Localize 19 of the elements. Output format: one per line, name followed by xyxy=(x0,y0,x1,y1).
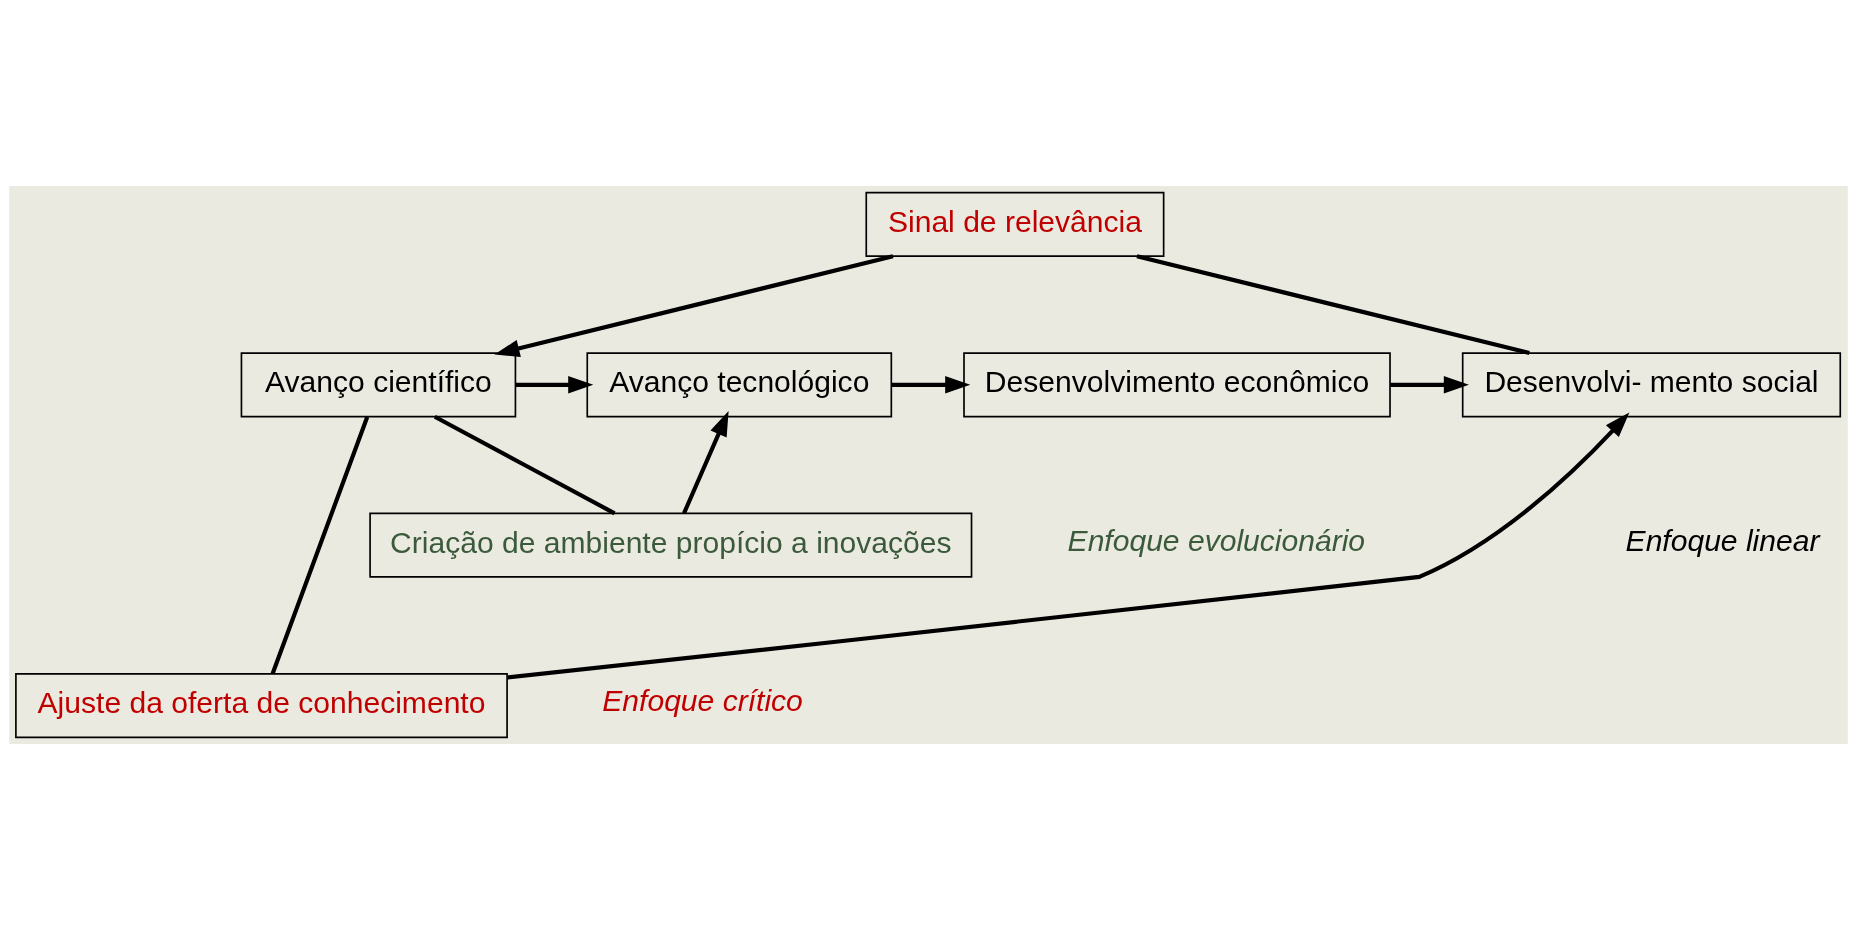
node-box: Sinal de relevância xyxy=(865,191,1165,257)
arrow xyxy=(507,412,1630,679)
arrow xyxy=(891,375,971,394)
node-box: Desenvolvimento econômico xyxy=(963,351,1391,417)
label: Enfoque evolucionário xyxy=(1067,523,1366,557)
node-box: Avanço tecnológico xyxy=(586,351,893,417)
connector xyxy=(1136,253,1530,355)
arrow xyxy=(494,253,894,357)
node-box: Ajuste da oferta de conhecimento xyxy=(15,672,508,738)
node-box: Avanço científico xyxy=(240,351,517,417)
label: Enfoque crítico xyxy=(602,683,803,717)
connector xyxy=(433,414,616,515)
arrow xyxy=(515,375,594,394)
arrow xyxy=(1390,375,1469,394)
connector xyxy=(270,415,370,674)
node-box: Criação de ambiente propício a inovações xyxy=(369,512,973,578)
label: Enfoque linear xyxy=(1625,523,1820,557)
node-box: Desenvolvi- mento social xyxy=(1461,351,1842,417)
arrow xyxy=(682,410,729,514)
